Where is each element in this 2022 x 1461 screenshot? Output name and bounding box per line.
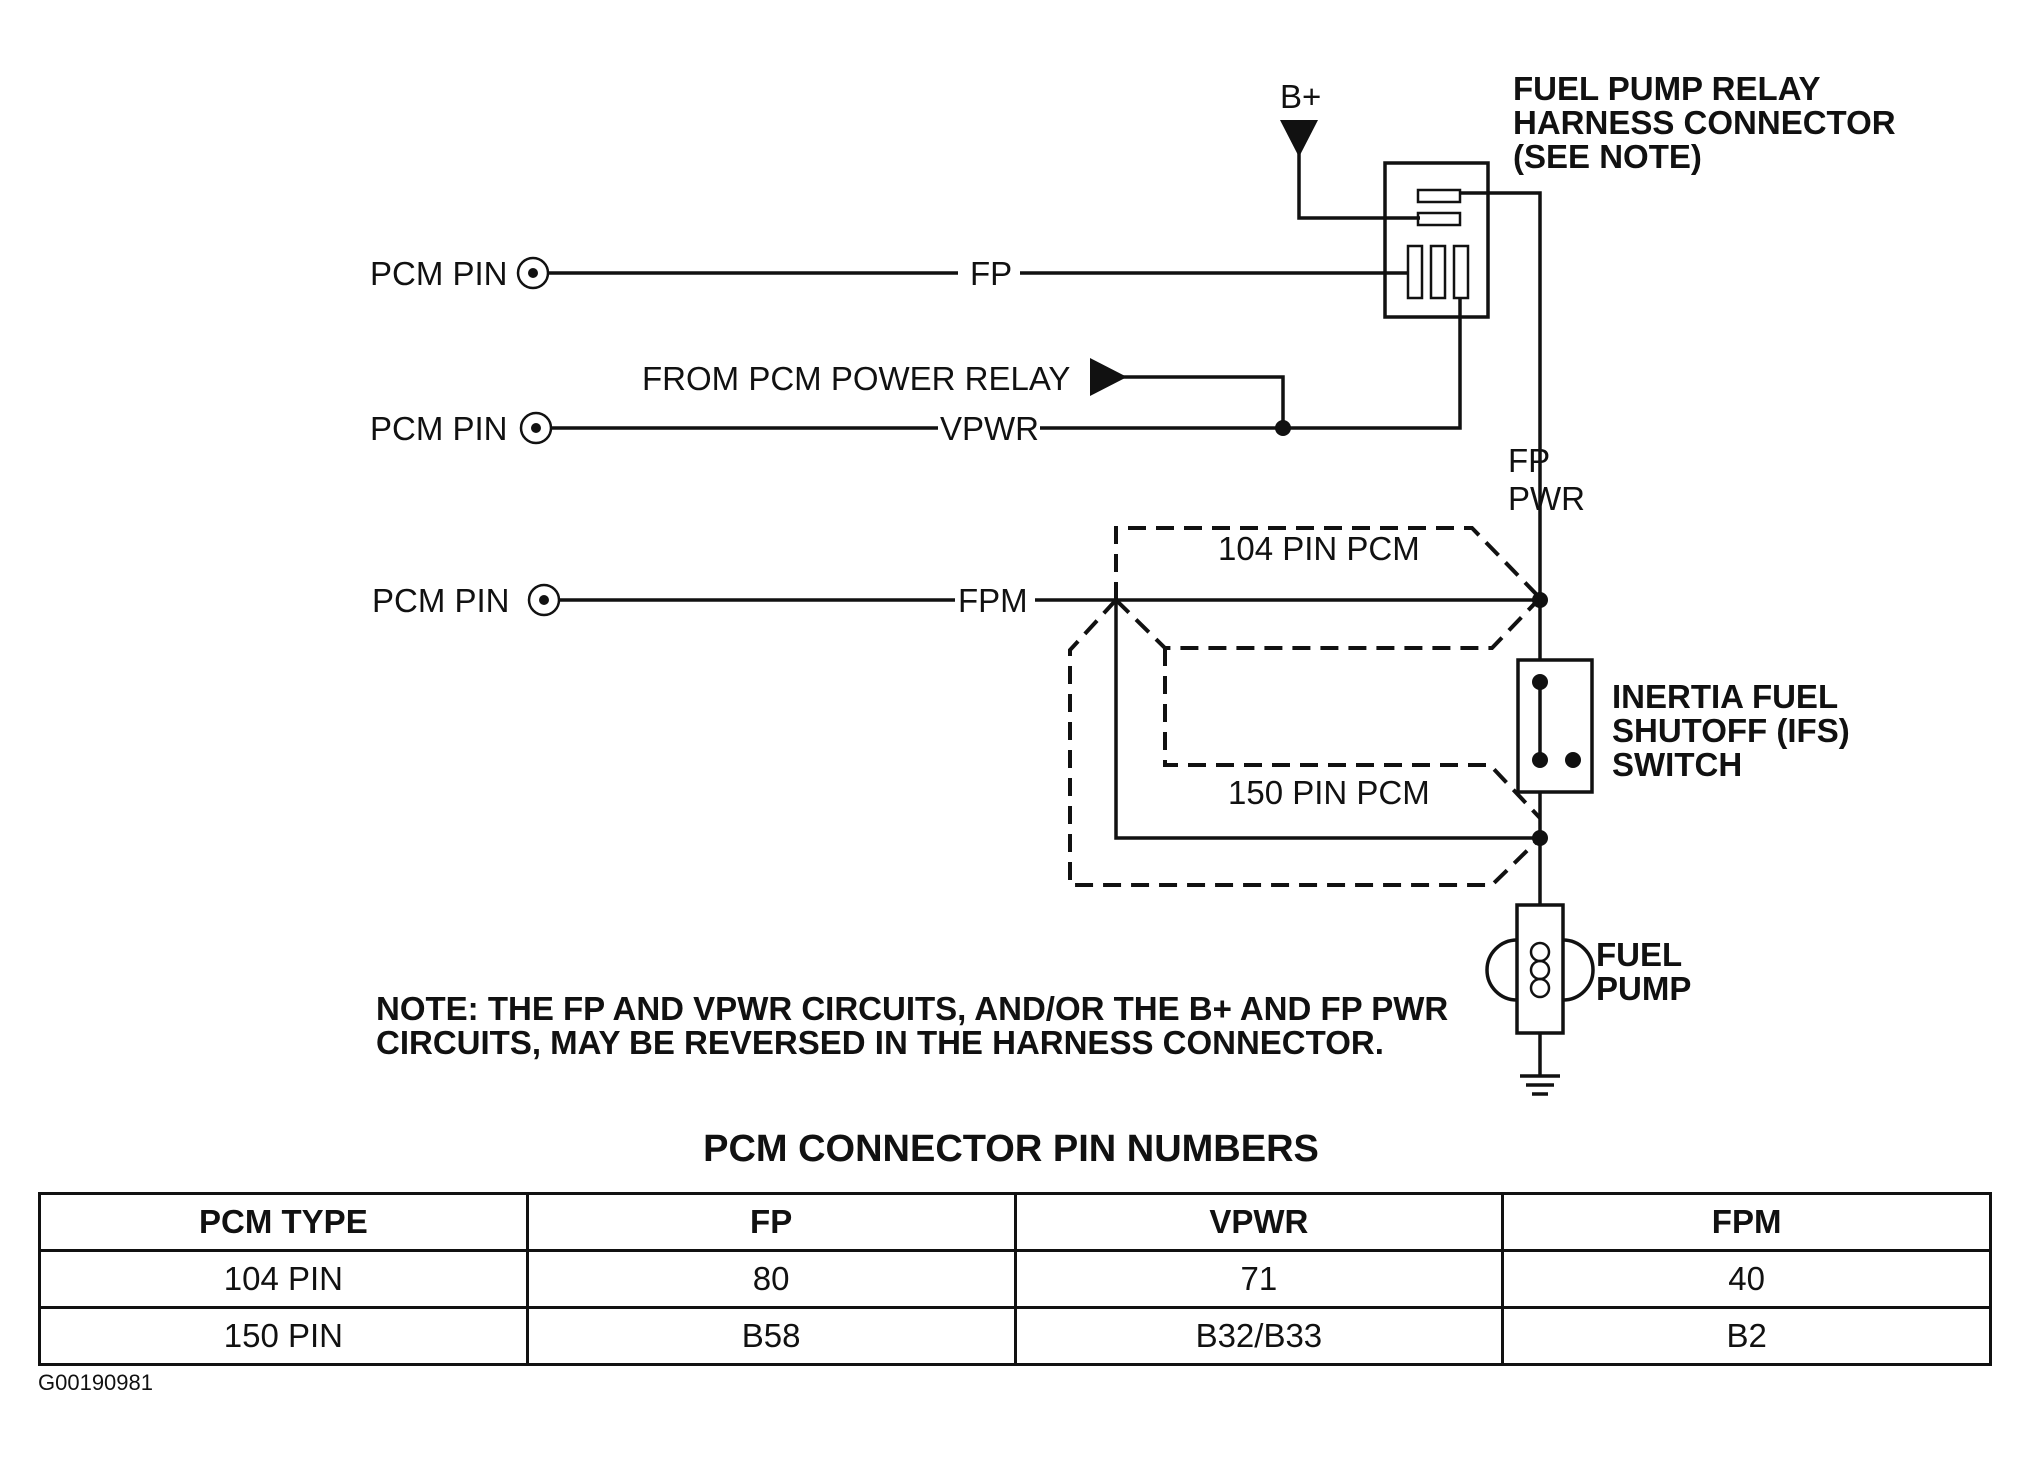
fp-pwr-label-1: FP [1508, 442, 1550, 479]
fuel-pump-motor-icon [1485, 903, 1595, 1035]
ifs-label-1: INERTIA FUEL [1612, 678, 1838, 715]
figure-id: G00190981 [38, 1370, 153, 1395]
fuel-pump-label-2: PUMP [1596, 970, 1691, 1007]
pcm-pin-terminal-fpm-icon [527, 583, 561, 617]
note-line-2: CIRCUITS, MAY BE REVERSED IN THE HARNESS… [376, 1024, 1384, 1061]
table-row: 104 PIN 80 71 40 [38, 1249, 1992, 1309]
fp-pwr-label-2: PWR [1508, 480, 1585, 517]
pcm-pin-label-fpm: PCM PIN [372, 582, 510, 619]
b-plus-arrow-icon [1280, 120, 1318, 157]
pcm150-solid-route [1114, 600, 1540, 840]
pcm-pin-terminal-vpwr-icon [519, 411, 553, 445]
pcm150-dashed-outer [1068, 598, 1542, 887]
fuel-pump-label-1: FUEL [1596, 936, 1682, 973]
pcm150-label: 150 PIN PCM [1228, 774, 1430, 811]
fp-wire-label: FP [970, 255, 1012, 292]
pcm-pin-label-vpwr: PCM PIN [370, 410, 508, 447]
pcm-pin-label-fp: PCM PIN [370, 255, 508, 292]
header-vpwr: VPWR [1013, 1192, 1505, 1252]
cell-fp: 80 [525, 1249, 1017, 1309]
vpwr-wire-right [1040, 298, 1462, 430]
table-header-row: PCM TYPE FP VPWR FPM [38, 1192, 1992, 1252]
pcm-pin-terminal-fp-icon [516, 256, 550, 290]
cell-pcm-type: 104 PIN [38, 1249, 529, 1309]
pcm150-dashed-inner [1163, 648, 1542, 820]
pcm104-label: 104 PIN PCM [1218, 530, 1420, 567]
relay-connector-label-3: (SEE NOTE) [1513, 138, 1702, 175]
note-line-1: NOTE: THE FP AND VPWR CIRCUITS, AND/OR T… [376, 990, 1448, 1027]
cell-vpwr: B32/B33 [1013, 1306, 1505, 1366]
power-relay-wire [1122, 375, 1285, 428]
fpm-wire-label: FPM [958, 582, 1028, 619]
ground-icon [1520, 1033, 1560, 1096]
cell-fpm: B2 [1501, 1306, 1992, 1366]
pin-number-table: PCM TYPE FP VPWR FPM 104 PIN 80 71 40 15… [38, 1192, 1992, 1366]
ifs-switch-body [1516, 658, 1594, 794]
fp-pwr-wire [1460, 191, 1542, 598]
relay-connector-label-2: HARNESS CONNECTOR [1513, 104, 1896, 141]
table-row: 150 PIN B58 B32/B33 B2 [38, 1306, 1992, 1366]
vpwr-splice-dot [1275, 420, 1291, 436]
b-plus-wire [1297, 150, 1420, 220]
header-fpm: FPM [1501, 1192, 1992, 1252]
relay-connector-label-1: FUEL PUMP RELAY [1513, 70, 1820, 107]
pcm104-dashed-inner [1114, 596, 1542, 650]
table-title: PCM CONNECTOR PIN NUMBERS [703, 1128, 1319, 1170]
pcm104-dashed-route [1114, 526, 1542, 600]
from-power-relay-label: FROM PCM POWER RELAY [642, 360, 1070, 397]
power-relay-arrow-icon [1090, 358, 1127, 396]
header-fp: FP [525, 1192, 1017, 1252]
ifs-label-2: SHUTOFF (IFS) [1612, 712, 1850, 749]
fpm-splice-dot-bottom [1532, 830, 1548, 846]
b-plus-label: B+ [1280, 78, 1321, 115]
cell-pcm-type: 150 PIN [38, 1306, 529, 1366]
cell-fpm: 40 [1501, 1249, 1992, 1309]
header-pcm-type: PCM TYPE [38, 1192, 529, 1252]
vpwr-wire-label: VPWR [940, 410, 1039, 447]
cell-vpwr: 71 [1013, 1249, 1505, 1309]
ifs-label-3: SWITCH [1612, 746, 1742, 783]
cell-fp: B58 [525, 1306, 1017, 1366]
ifs-contact-open [1565, 752, 1581, 768]
relay-harness-connector [1383, 161, 1490, 319]
